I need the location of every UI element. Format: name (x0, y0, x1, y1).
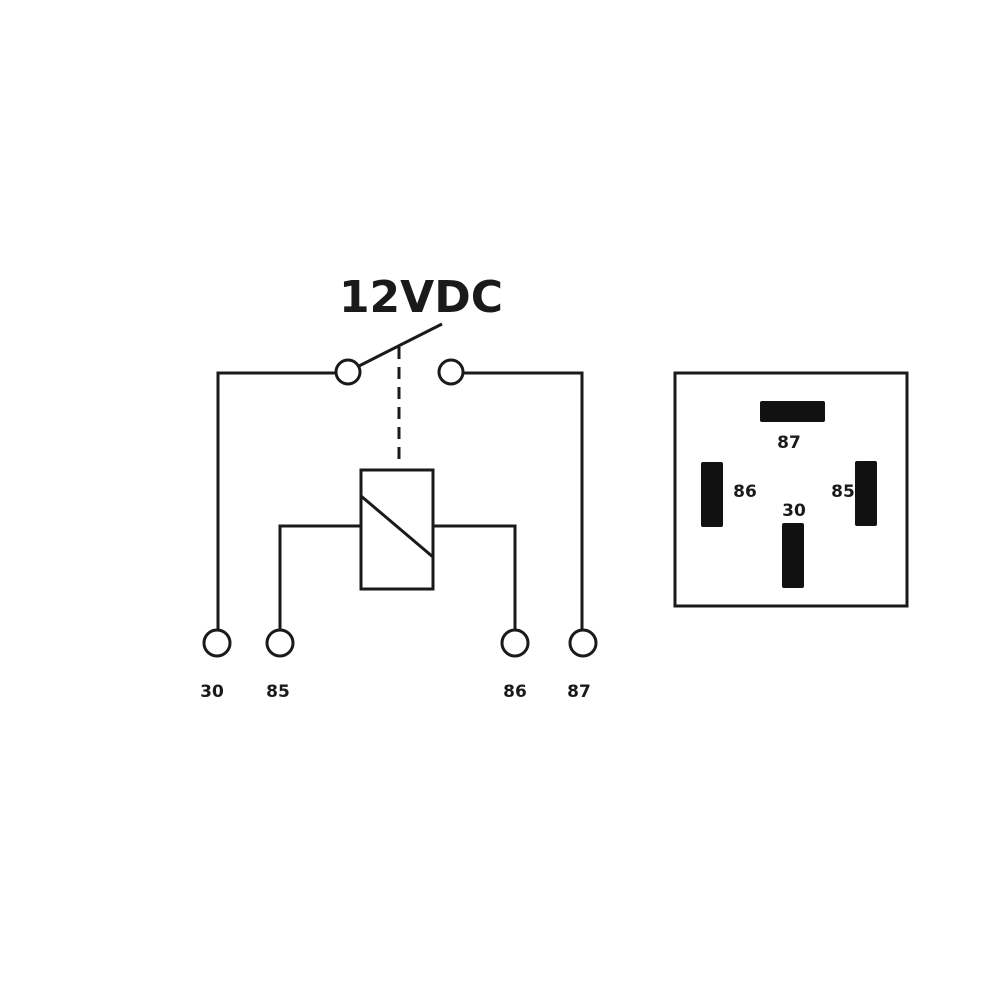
coil-diagonal (360, 494, 434, 559)
voltage-title: 12VDC (339, 272, 503, 323)
terminal-label-85: 85 (266, 682, 290, 702)
terminal-85 (265, 628, 295, 658)
pinout-box (673, 371, 909, 608)
terminal-86 (500, 628, 530, 658)
wire-85 (278, 524, 361, 631)
pinout-view (673, 371, 909, 608)
wire-87 (463, 371, 584, 631)
pin-30 (782, 523, 804, 588)
coil (359, 468, 435, 591)
switch-arm (358, 322, 443, 368)
pin-label-87: 87 (777, 433, 801, 453)
pin-label-30: 30 (782, 501, 806, 521)
switch-common-contact (334, 358, 362, 386)
pin-85 (855, 461, 877, 526)
wire-30 (216, 371, 336, 631)
switch-no-contact (437, 358, 465, 386)
pin-86 (701, 462, 723, 527)
pin-87 (760, 401, 825, 422)
terminal-label-30: 30 (200, 682, 224, 702)
terminal-30 (202, 628, 232, 658)
pin-label-85: 85 (831, 482, 855, 502)
terminal-87 (568, 628, 598, 658)
schematic (202, 322, 598, 658)
pin-label-86: 86 (733, 482, 757, 502)
terminal-label-86: 86 (503, 682, 527, 702)
wire-86 (433, 524, 517, 631)
terminal-label-87: 87 (567, 682, 591, 702)
